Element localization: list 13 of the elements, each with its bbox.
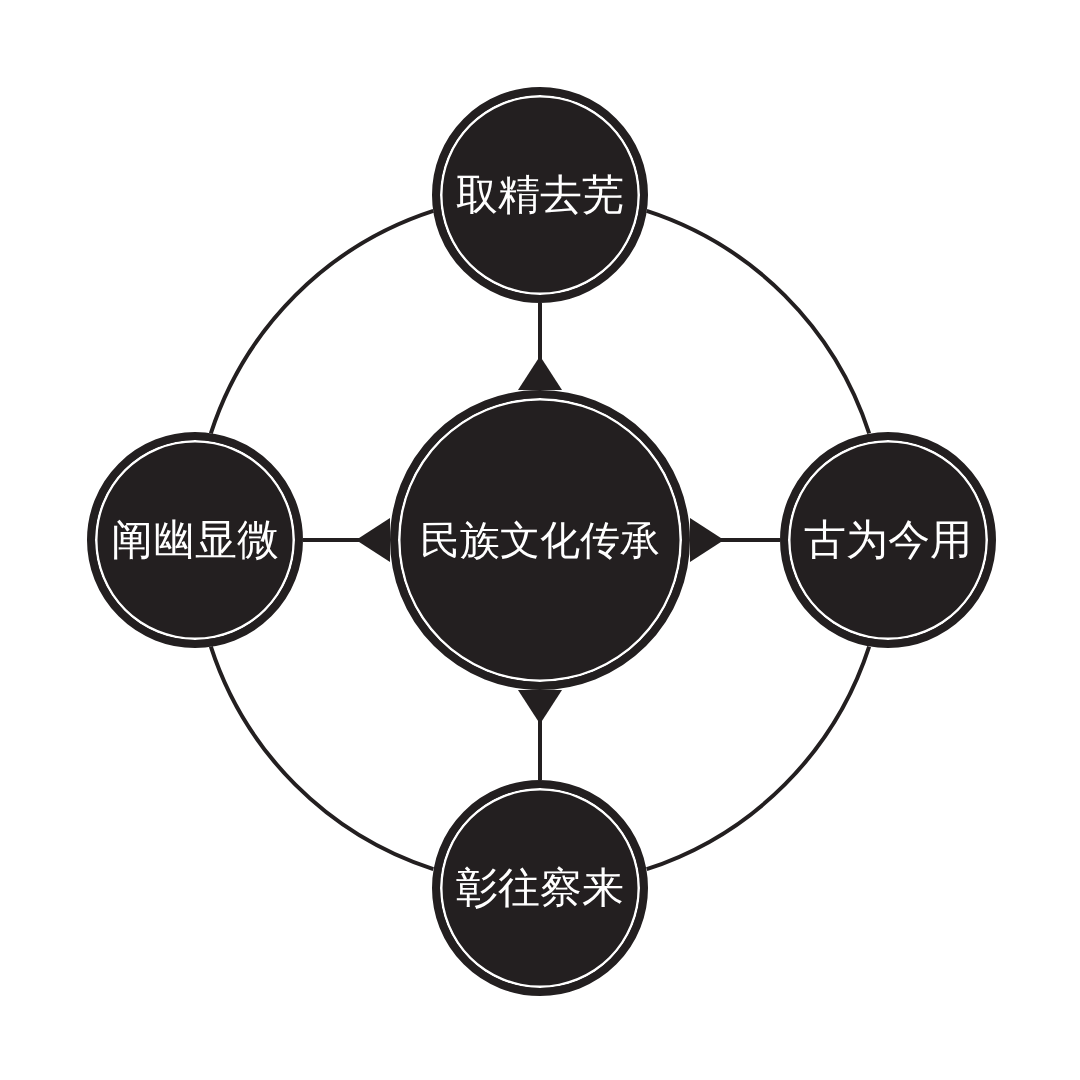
- arrow: [518, 303, 562, 390]
- node-label: 彰往察来: [456, 862, 624, 914]
- connector-arc: [209, 209, 435, 435]
- arrow: [690, 518, 780, 562]
- node-label: 民族文化传承: [420, 515, 660, 565]
- arrow: [303, 518, 390, 562]
- connector-arc: [645, 645, 871, 871]
- node-label: 古为今用: [804, 514, 972, 566]
- node-label: 取精去芜: [456, 169, 624, 221]
- connector-arc: [209, 645, 435, 871]
- node-label: 阐幽显微: [111, 514, 279, 566]
- connector-arc: [645, 209, 871, 435]
- arrow: [518, 690, 562, 780]
